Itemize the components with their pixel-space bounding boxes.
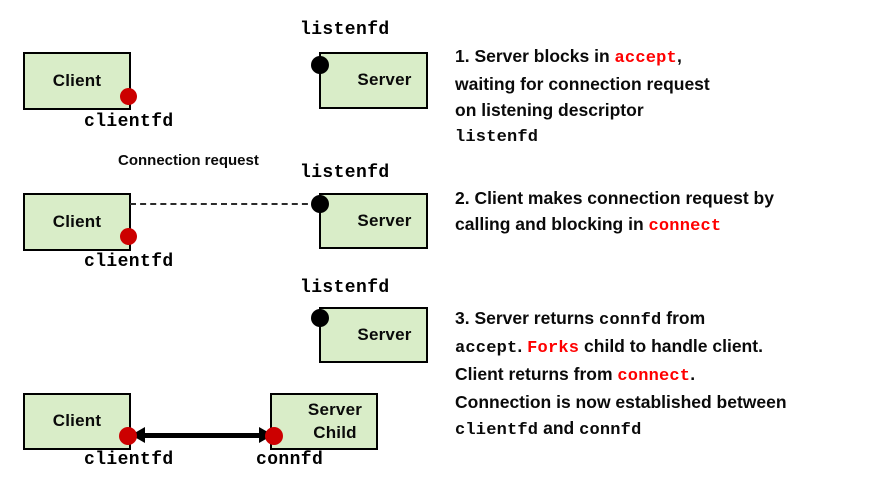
client-box-2: Client (23, 193, 131, 251)
connfd-label-3: connfd (256, 450, 324, 470)
server-child-box-3-label-line-1: Server (307, 399, 363, 419)
server-box-3-label: Server (357, 324, 412, 344)
clientfd-label-2: clientfd (84, 252, 174, 272)
step-3-fragment-8: . Connection is now established between (455, 363, 787, 412)
step-3-fragment-11: connfd (579, 420, 642, 440)
step-3-fragment-10: and (538, 417, 580, 438)
step-3-fragment-0: 3. Server returns (455, 308, 599, 328)
server-box-2-label: Server (357, 210, 412, 230)
client-box-3-label: Client (52, 411, 102, 431)
client-box-2-label: Client (52, 211, 102, 231)
clientfd-dot-2 (120, 228, 137, 245)
listenfd-label-1: listenfd (300, 20, 390, 40)
step-1-fragment-3: listenfd (455, 128, 539, 148)
clientfd-dot-3 (119, 427, 137, 445)
listenfd-label-2: listenfd (300, 163, 390, 183)
step-1-text: 1. Server blocks in accept, waiting for … (455, 44, 875, 151)
clientfd-label-1: clientfd (84, 112, 174, 132)
connection-request-dashed-line (130, 203, 318, 205)
connection-request-line-1: Connection (118, 152, 201, 169)
step-3-fragment-4: . (517, 335, 528, 356)
listenfd-label-3: listenfd (300, 278, 390, 298)
step-1-fragment-1: accept (614, 49, 677, 68)
step-3-fragment-5: Forks (527, 338, 580, 358)
server-box-1: Server (319, 52, 428, 109)
server-box-2: Server (319, 193, 428, 249)
clientfd-label-3: clientfd (84, 450, 174, 470)
step-3-fragment-3: accept (455, 338, 518, 358)
step-1-fragment-0: 1. Server blocks in (455, 46, 615, 66)
step-2-fragment-0: 2. Client makes connection request by ca… (455, 188, 774, 234)
listenfd-dot-3 (311, 309, 329, 327)
step-3-fragment-1: connfd (598, 311, 662, 330)
listenfd-dot-1 (311, 56, 329, 74)
step-3-fragment-9: clientfd (455, 420, 539, 440)
connection-arrow-shaft (136, 433, 266, 438)
client-box-1: Client (23, 52, 131, 110)
step-2-text: 2. Client makes connection request by ca… (455, 186, 875, 240)
server-box-3: Server (319, 307, 428, 363)
step-2-fragment-1: connect (648, 216, 722, 236)
step-3-fragment-6: child to handle client. Client returns f… (455, 335, 763, 384)
step-3-fragment-7: connect (617, 366, 691, 386)
client-box-3: Client (23, 393, 131, 450)
server-child-box-3: Server Child (270, 393, 378, 450)
client-box-1-label: Client (52, 70, 102, 90)
listenfd-dot-2 (311, 195, 329, 213)
server-box-1-label: Server (357, 70, 412, 90)
step-1-fragment-2: , waiting for connection request on list… (455, 46, 710, 120)
server-child-box-3-label-line-2: Child (313, 422, 357, 442)
clientfd-dot-1 (120, 88, 137, 105)
step-3-text: 3. Server returns connfd from accept. Fo… (455, 306, 875, 444)
step-3-fragment-2: from (666, 308, 706, 328)
connfd-dot-3 (265, 427, 283, 445)
connection-request-label: Connection request (118, 150, 259, 172)
connection-request-line-2: request (204, 152, 259, 169)
